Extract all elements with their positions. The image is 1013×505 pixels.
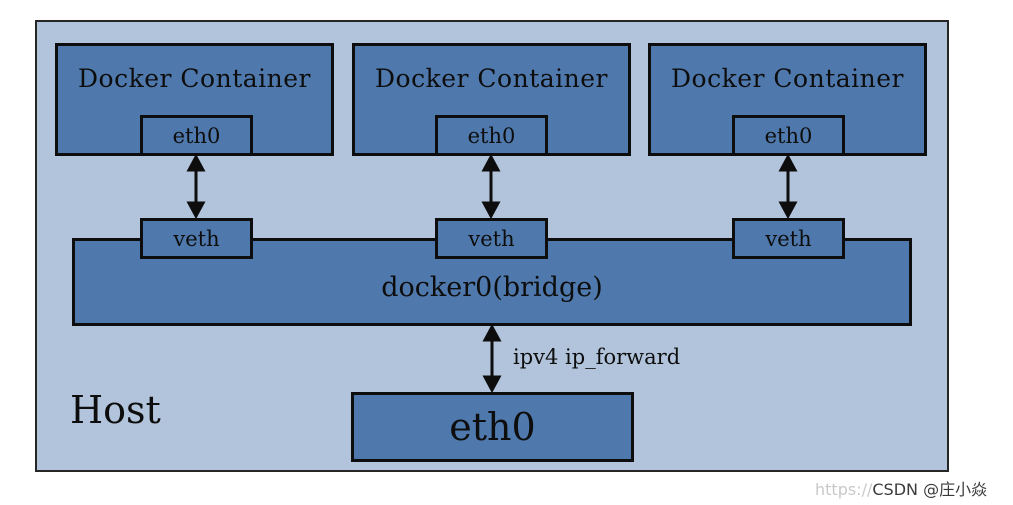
container-title: Docker Container bbox=[77, 64, 311, 93]
container-title: Docker Container bbox=[670, 64, 904, 93]
veth-3: veth bbox=[732, 218, 845, 259]
ip-forward-label: ipv4 ip_forward bbox=[513, 345, 681, 369]
host-label: Host bbox=[70, 388, 161, 432]
veth-2: veth bbox=[435, 218, 548, 259]
veth-1: veth bbox=[140, 218, 253, 259]
watermark-text: CSDN @庄小焱 bbox=[872, 480, 988, 499]
container-3-eth0: eth0 bbox=[732, 115, 845, 156]
watermark: https://CSDN @庄小焱 bbox=[815, 476, 987, 500]
host-eth0: eth0 bbox=[351, 392, 634, 462]
container-1-eth0: eth0 bbox=[140, 115, 253, 156]
bridge-label: docker0(bridge) bbox=[381, 272, 603, 303]
container-title: Docker Container bbox=[374, 64, 608, 93]
watermark-url: https:// bbox=[815, 480, 873, 499]
container-2-eth0: eth0 bbox=[435, 115, 548, 156]
